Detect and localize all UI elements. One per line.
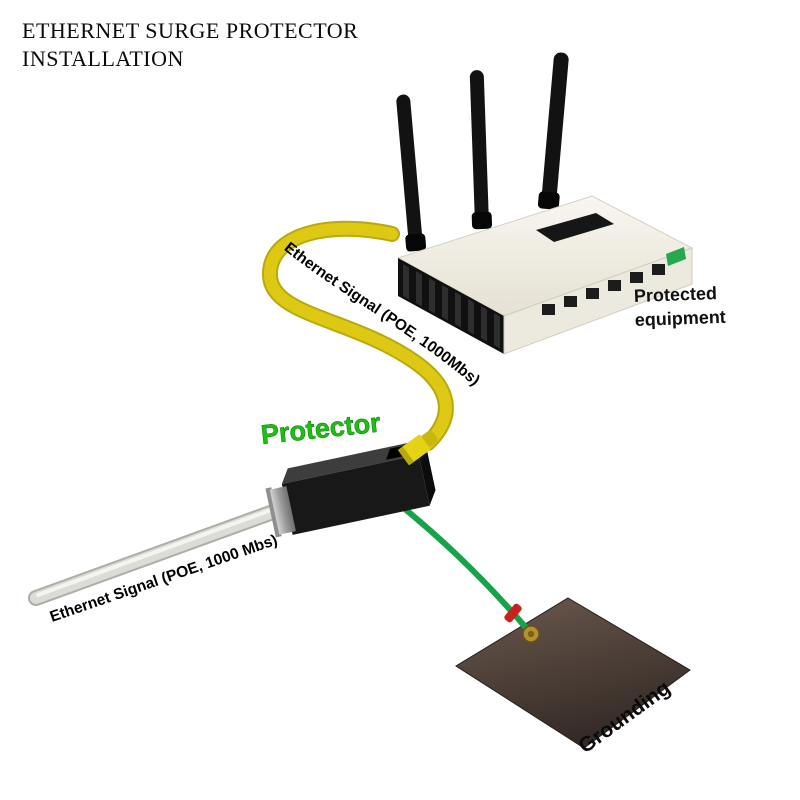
router	[396, 52, 694, 355]
antenna-right	[537, 52, 569, 210]
protector-top	[281, 439, 425, 484]
grounding-plate-edge	[455, 597, 691, 749]
antenna-left	[396, 94, 427, 252]
screw-terminal	[522, 625, 540, 643]
protected-equipment-label: Protected equipment	[634, 283, 726, 330]
router-led-sticker	[666, 247, 686, 266]
protector-label: Protector	[259, 408, 382, 450]
ground-wire	[391, 497, 531, 633]
rj45-connector	[397, 430, 438, 466]
router-ports	[542, 264, 665, 315]
title-line-1: ETHERNET SURGE PROTECTOR	[22, 18, 358, 43]
protector-metal-cap	[269, 486, 296, 535]
red-band	[504, 603, 522, 623]
protector-body	[281, 454, 430, 535]
white-ethernet-cable	[28, 500, 292, 606]
protected-equipment-line-1: Protected	[634, 283, 718, 306]
antenna-middle	[469, 70, 493, 230]
protector-right-face	[418, 439, 436, 506]
yellow-cable	[264, 222, 452, 449]
rj45-contacts	[397, 446, 414, 466]
grounding-plate	[456, 598, 690, 748]
white-cable-highlight	[36, 504, 284, 597]
router-top-label-patch	[536, 213, 614, 242]
diagram-title: ETHERNET SURGE PROTECTOR INSTALLATION	[22, 18, 358, 71]
router-front-right-face	[503, 247, 693, 355]
title-line-2: INSTALLATION	[22, 46, 184, 71]
surge-protector	[265, 439, 436, 538]
white-cable	[30, 502, 290, 604]
router-front-left-face	[398, 258, 504, 354]
protected-equipment-line-2: equipment	[634, 307, 726, 330]
yellow-ethernet-cable	[262, 220, 454, 451]
